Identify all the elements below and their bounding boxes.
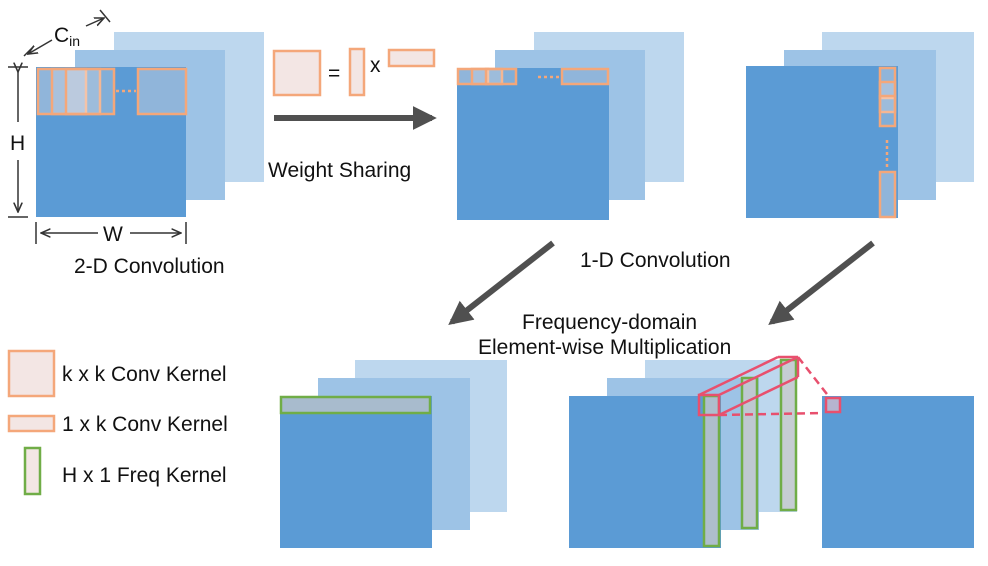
freq-kernel-row [279,395,432,415]
feature-map-front [569,396,721,548]
weight-sharing-label: Weight Sharing [268,159,411,182]
freq-caption-line2: Element-wise Multiplication [478,336,731,359]
panel-1d-vertical [746,32,974,219]
dimension-markers [8,9,187,244]
result-pixel [824,396,842,414]
conv1d-caption: 1-D Convolution [580,249,731,272]
kxk-kernel-icon [7,349,56,398]
conv2d-caption: 2-D Convolution [74,255,225,278]
pink-prism [697,355,831,417]
equals-sign: = [328,62,340,85]
legend-label-1xk: 1 x k Conv Kernel [62,413,228,436]
panel-freq-row [279,360,507,548]
feature-map-result [822,396,974,548]
kx1-kernels-column [878,66,897,219]
1xk-kernel-icon [7,414,56,433]
kxk-kernels [36,67,188,116]
h-label: H [10,132,25,155]
legend-label-kxk: k x k Conv Kernel [62,363,227,386]
feature-map-front [746,66,898,218]
feature-map-front [280,396,432,548]
feature-map-front [457,68,609,220]
panel-1d-horizontal [456,32,684,220]
cin-subscript: in [69,33,80,49]
legend-label-hx1: H x 1 Freq Kernel [62,464,227,487]
arrow-to-freq-left [448,240,555,325]
hx1-freq-kernel-icon [23,446,42,496]
times-sign: x [370,54,381,77]
panel-freq-multiplication [569,355,974,548]
legend: k x k Conv Kernel 1 x k Conv Kernel H x … [7,349,228,496]
panel-2d-convolution: H W Cin 2-D Convolution [8,9,264,278]
1xk-kernels-row [456,67,610,86]
w-label: W [103,223,123,246]
cin-main: C [54,24,69,47]
kxk-kernel-icon-top [272,49,322,97]
feature-map-front [36,67,186,217]
arrow-to-freq-right [768,240,875,325]
weight-sharing-block: = x Weight Sharing [268,47,437,182]
cin-label: Cin [54,24,80,49]
kx1-kernel-icon [348,47,366,97]
1xk-kernel-icon-top [387,48,436,68]
freq-caption-line1: Frequency-domain [522,311,697,334]
